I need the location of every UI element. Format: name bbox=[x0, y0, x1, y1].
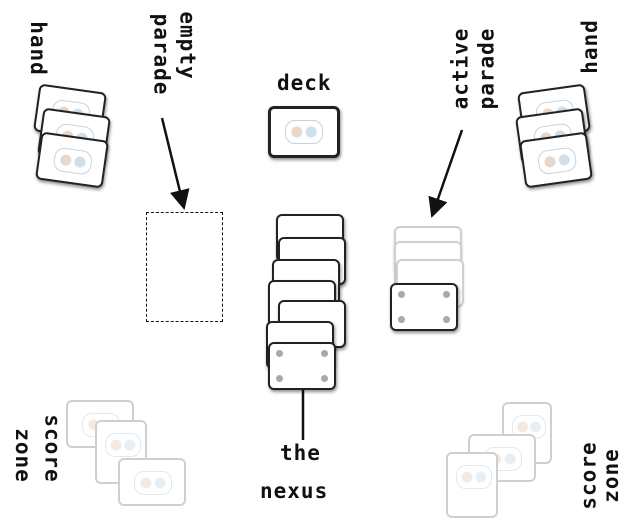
hand-left-card[interactable] bbox=[34, 131, 110, 189]
pip-icon bbox=[398, 316, 405, 323]
hand-right-card[interactable] bbox=[518, 131, 594, 189]
card-art-icon bbox=[456, 465, 492, 489]
empty-parade-slot[interactable] bbox=[146, 212, 223, 322]
score-card[interactable] bbox=[446, 452, 498, 518]
pip-icon bbox=[398, 291, 405, 298]
pip-icon bbox=[443, 316, 450, 323]
nexus-top-card[interactable] bbox=[268, 342, 336, 390]
pip-icon bbox=[276, 350, 283, 357]
nexus-label: nexus bbox=[260, 479, 329, 503]
parade-top-card[interactable] bbox=[390, 283, 458, 331]
the-label: the bbox=[280, 441, 321, 465]
pip-icon bbox=[321, 375, 328, 382]
arrow-to-empty-parade bbox=[160, 117, 190, 210]
card-art-icon bbox=[105, 433, 141, 457]
card-art-icon bbox=[536, 146, 578, 176]
arrow-to-active-parade bbox=[428, 129, 464, 218]
card-art-icon bbox=[285, 120, 323, 144]
pip-icon bbox=[321, 350, 328, 357]
deck-card[interactable] bbox=[268, 106, 340, 158]
pip-icon bbox=[443, 291, 450, 298]
card-art-icon bbox=[134, 471, 172, 495]
pip-icon bbox=[276, 375, 283, 382]
score-card[interactable] bbox=[502, 402, 552, 464]
deck-label: deck bbox=[277, 71, 332, 95]
card-art-icon bbox=[52, 146, 94, 176]
score-card[interactable] bbox=[118, 458, 186, 506]
